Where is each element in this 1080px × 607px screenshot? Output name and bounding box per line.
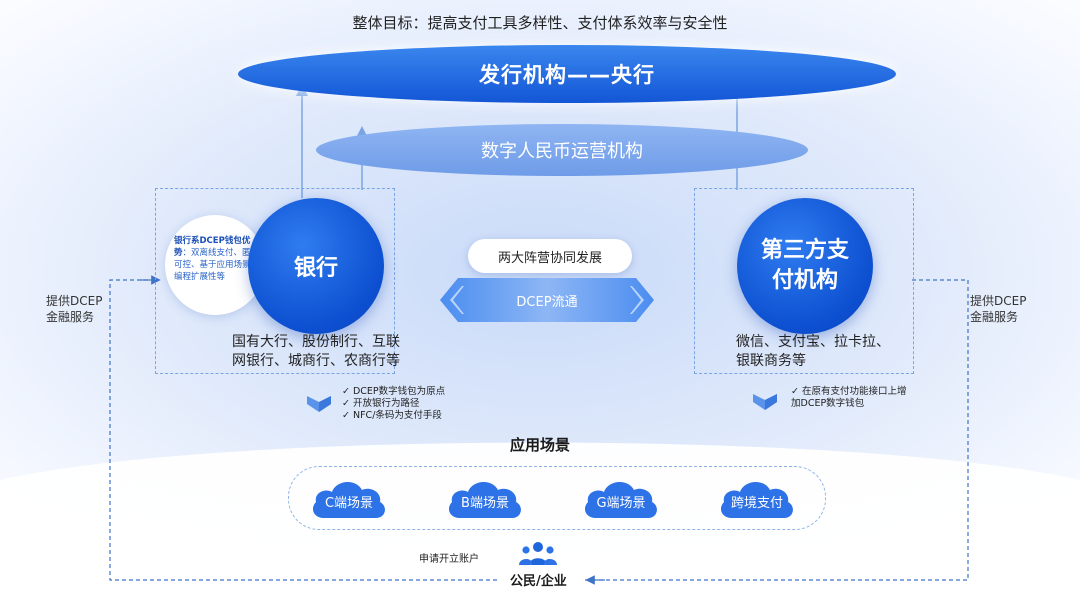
bank-advantage-detail: ：双离线支付、匿名可控、基于应用场景的编程扩展性等 [174,248,260,282]
application-scenarios-box [288,466,826,530]
cloud-icon [584,481,657,518]
left-service-line1: 提供DCEP [46,294,103,308]
third-party-label-line1: 第三方支 [760,238,849,263]
scenario-c-label: C端场景 [324,495,374,511]
scenario-g-label: G端场景 [596,495,646,511]
check-badge-icon [307,396,331,412]
collaboration-label: 两大阵营协同发展 [497,250,602,266]
third-party-check-item: ✓ 在原有支付功能接口上增 [791,386,907,398]
issuer-ellipse: 发行机构——央行 [238,45,896,103]
scenario-b-label: B端场景 [461,495,509,511]
bank-checklist: ✓ DCEP数字钱包为原点 ✓ 开放银行为路径 ✓ NFC/条码为支付手段 [342,386,445,422]
third-party-circle: 第三方支 付机构 [737,198,873,334]
check-badge-icon [753,394,777,410]
open-account-label: 申请开立账户 [419,554,479,565]
scenario-crossborder-label: 跨境支付 [730,495,783,511]
cloud-icon [312,481,385,518]
operator-ellipse: 数字人民币运营机构 [316,124,808,176]
bank-check-text: DCEP数字钱包为原点 [352,386,446,397]
checkmark-icon: ✓ [342,410,353,421]
cloud-icon [720,481,793,518]
third-party-institutions-line2: 银联商务等 [736,353,806,369]
third-party-checklist: ✓ 在原有支付功能接口上增 加DCEP数字钱包 [791,386,907,410]
bank-check-text: NFC/条码为支付手段 [352,410,442,421]
operator-label: 数字人民币运营机构 [481,141,643,162]
overall-goal-title: 整体目标：提高支付工具多样性、支付体系效率与安全性 [352,14,728,32]
bank-institutions: 国有大行、股份制行、互联 网银行、城商行、农商行等 [232,333,400,371]
right-service-loop [585,279,969,581]
collaboration-pill: 两大阵营协同发展 [468,239,632,273]
checkmark-icon: ✓ [342,398,353,409]
issuer-label: 发行机构——央行 [479,63,655,87]
bank-check-item: ✓ NFC/条码为支付手段 [342,410,445,422]
third-party-check-text: 在原有支付功能接口上增 [801,386,907,397]
third-party-label-line2: 付机构 [771,268,838,293]
third-party-institutions-line1: 微信、支付宝、拉卡拉、 [736,334,890,350]
bank-check-item: ✓ DCEP数字钱包为原点 [342,386,445,398]
bank-check-item: ✓ 开放银行为路径 [342,398,445,410]
bank-dashed-box [155,188,395,374]
bank-advantage-title: 银行系DCEP钱包优势 [174,236,251,258]
bank-institutions-line1: 国有大行、股份制行、互联 [232,334,400,350]
left-service-label: 提供DCEP 金融服务 [46,293,102,325]
cloud-icon [448,481,521,518]
left-service-line2: 金融服务 [46,310,95,324]
left-service-loop [109,279,500,581]
users-group-icon [519,542,557,565]
dcep-flow-label: DCEP流通 [516,294,578,310]
third-party-institutions: 微信、支付宝、拉卡拉、 银联商务等 [736,333,890,371]
checkmark-icon: ✓ [791,386,802,397]
right-service-line1: 提供DCEP [970,294,1027,308]
right-service-line2: 金融服务 [970,310,1019,324]
right-service-label: 提供DCEP 金融服务 [970,293,1026,325]
checkmark-icon: ✓ [342,386,353,397]
application-scenarios-title: 应用场景 [509,436,570,454]
third-party-dashed-box [694,188,914,374]
bank-institutions-line2: 网银行、城商行、农商行等 [232,353,400,369]
bank-label: 银行 [293,256,338,281]
third-party-check-item: 加DCEP数字钱包 [791,398,907,410]
dcep-flow-arrow [440,278,654,322]
bank-circle: 银行 [248,198,384,334]
third-party-check-text: 加DCEP数字钱包 [791,398,865,409]
bank-advantage-text: 银行系DCEP钱包优势：双离线支付、匿名可控、基于应用场景的编程扩展性等 [174,235,260,283]
bank-check-text: 开放银行为路径 [352,398,420,409]
citizens-enterprises-label: 公民/企业 [510,574,567,589]
